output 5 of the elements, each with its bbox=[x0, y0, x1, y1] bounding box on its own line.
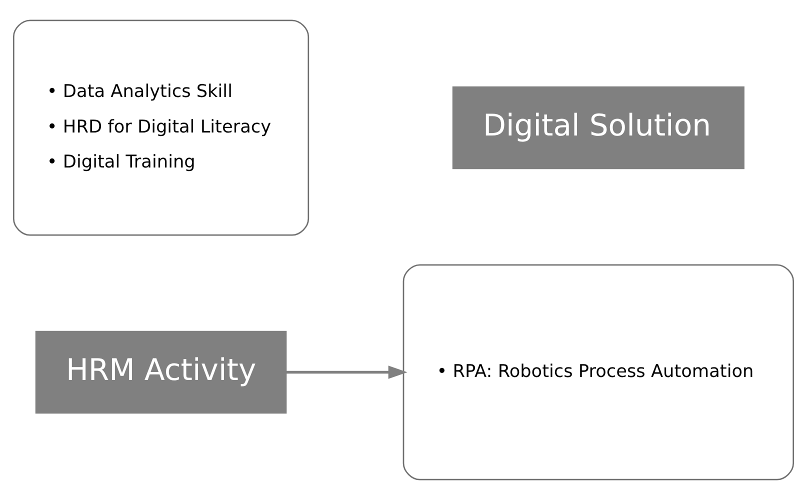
node-box: • Data Analytics Skill • HRD for Digital Literacy • Digital Training bbox=[12, 20, 310, 236]
node-box: Digital Solution bbox=[452, 86, 744, 170]
node-box: HRM Activity bbox=[35, 330, 287, 414]
node-box: • RPA: Robotics Process Automation bbox=[402, 264, 794, 480]
arrow bbox=[286, 366, 408, 379]
